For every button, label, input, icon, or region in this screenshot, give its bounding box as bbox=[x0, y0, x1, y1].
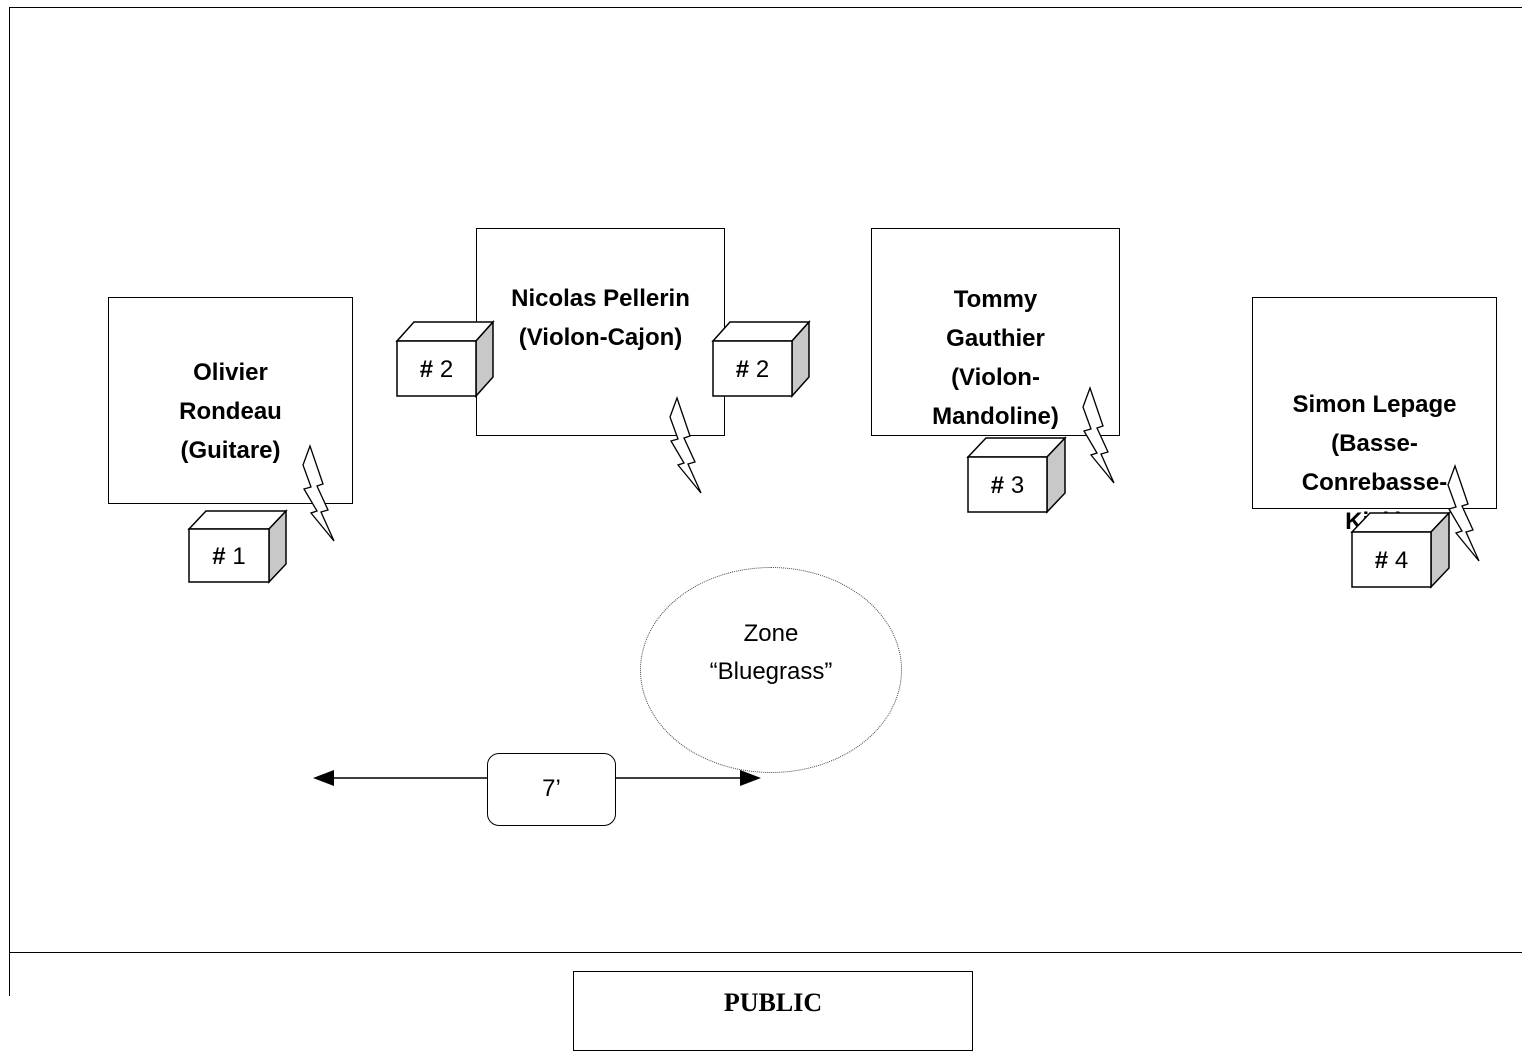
monitor-box-icon bbox=[187, 509, 288, 584]
public-label: PUBLIC bbox=[573, 971, 973, 1051]
monitor-box-icon bbox=[1350, 511, 1451, 589]
musician-label: Tommy Gauthier (Violon- Mandoline) bbox=[932, 286, 1059, 430]
monitor-number: 2 bbox=[755, 356, 770, 383]
monitor-number: 2 bbox=[439, 356, 454, 383]
hash-symbol: # bbox=[735, 356, 750, 383]
hash-symbol: # bbox=[419, 356, 434, 383]
monitor-label: # 4 bbox=[1352, 547, 1431, 575]
monitor-label: # 2 bbox=[397, 356, 476, 384]
zone-label-line1: Zone bbox=[743, 620, 799, 647]
hash-symbol: # bbox=[990, 472, 1005, 499]
musician-tommy-gauthier: Tommy Gauthier (Violon- Mandoline) bbox=[871, 228, 1120, 436]
musician-simon-lepage: Simon Lepage (Basse- Conrebasse- Kick) bbox=[1252, 297, 1497, 535]
monitor-box-icon bbox=[711, 320, 811, 398]
hash-symbol: # bbox=[212, 543, 226, 570]
distance-label: 7’ bbox=[487, 753, 616, 826]
musician-label: Simon Lepage (Basse- Conrebasse- Kick) bbox=[1292, 391, 1457, 535]
monitor-box-icon bbox=[966, 436, 1067, 514]
monitor-number: 1 bbox=[232, 543, 246, 570]
power-lightning-icon bbox=[1080, 386, 1116, 489]
musician-label: Nicolas Pellerin (Violon-Cajon) bbox=[511, 285, 690, 351]
monitor-label: # 1 bbox=[189, 543, 269, 571]
bluegrass-zone: Zone “Bluegrass” bbox=[640, 567, 902, 773]
power-lightning-icon bbox=[667, 396, 703, 499]
power-lightning-icon bbox=[1445, 464, 1481, 567]
monitor-number: 3 bbox=[1010, 472, 1025, 499]
stage-edge-line bbox=[9, 953, 10, 996]
musician-nicolas-pellerin: Nicolas Pellerin (Violon-Cajon) bbox=[476, 228, 725, 436]
power-lightning-icon bbox=[300, 444, 336, 547]
hash-symbol: # bbox=[1374, 547, 1389, 574]
stage-outline bbox=[9, 7, 1522, 953]
musician-label: Olivier Rondeau (Guitare) bbox=[179, 359, 282, 464]
monitor-label: # 3 bbox=[968, 472, 1047, 500]
monitor-number: 4 bbox=[1394, 547, 1409, 574]
monitor-box-icon bbox=[395, 320, 495, 398]
monitor-label: # 2 bbox=[713, 356, 792, 384]
zone-label-line2: “Bluegrass” bbox=[709, 658, 833, 685]
